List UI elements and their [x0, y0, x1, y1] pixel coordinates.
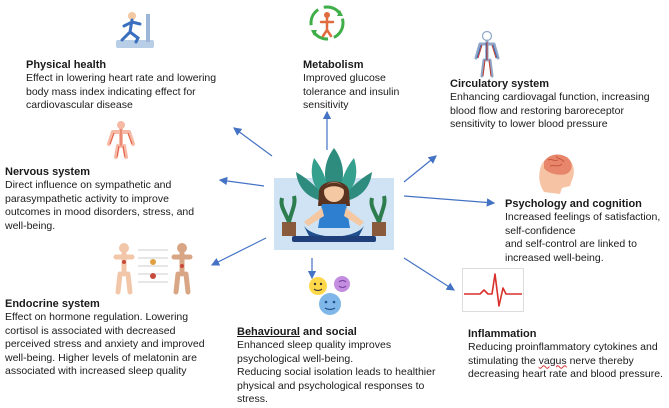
node-body: Effect in lowering heart rate and loweri…: [26, 72, 217, 111]
node-nervous: Nervous system Direct influence on sympa…: [5, 165, 215, 233]
node-title: Endocrine system: [5, 298, 100, 310]
node-body-post: nerve thereby: [566, 354, 634, 367]
node-body-line: Reducing proinflammatory cytokines and: [468, 341, 658, 353]
node-title: Physical health: [26, 59, 107, 71]
node-metabolism: Metabolism Improved glucose tolerance an…: [303, 58, 413, 113]
node-endocrine: Endocrine system Effect on hormone regul…: [5, 297, 220, 379]
node-behavioural: Behavioural and social Enhanced sleep qu…: [237, 325, 449, 407]
node-body-line: decreasing heart rate and blood pressure…: [468, 368, 663, 380]
node-title: Behavioural and social: [237, 325, 449, 339]
node-title: Nervous system: [5, 166, 90, 178]
endocrine-anatomy-icon: [113, 243, 193, 295]
arrow-physical-health: [233, 127, 273, 157]
arrow-endocrine: [210, 237, 267, 266]
node-body-word: vagus: [538, 354, 567, 367]
node-body: Enhanced sleep quality improves psycholo…: [237, 339, 436, 405]
node-circulatory: Circulatory system Enhancing cardiovagal…: [450, 77, 662, 132]
node-body: Enhancing cardiovagal function, increasi…: [450, 91, 650, 130]
node-title: Circulatory system: [450, 78, 550, 90]
node-body-pre: stimulating the: [468, 354, 539, 367]
metabolism-cycle-icon: [309, 5, 345, 41]
node-body: Direct influence on sympathetic and para…: [5, 179, 195, 232]
circulatory-body-icon: [474, 30, 500, 78]
ecg-heartbeat-icon: [462, 268, 524, 312]
node-physical-health: Physical health Effect in lowering heart…: [26, 58, 241, 113]
node-title: Inflammation: [468, 328, 537, 340]
social-faces-icon: [309, 276, 350, 315]
arrow-nervous: [218, 176, 265, 187]
node-psychology: Psychology and cognition Increased feeli…: [505, 197, 667, 265]
nervous-system-icon: [107, 121, 135, 159]
node-title: Metabolism: [303, 59, 364, 71]
node-title-rest: and social: [299, 326, 357, 338]
arrow-circulatory: [403, 155, 437, 183]
arrow-inflammation: [403, 257, 456, 291]
node-title: Psychology and cognition: [505, 198, 642, 210]
meditation-figure: [274, 148, 394, 250]
node-inflammation: Inflammation Reducing proinflammatory cy…: [468, 327, 668, 382]
node-body-line: stimulating the vagus nerve thereby: [468, 355, 668, 369]
node-body: Increased feelings of satisfaction, self…: [505, 211, 661, 264]
running-person-icon: [116, 12, 154, 48]
node-body: Effect on hormone regulation. Lowering c…: [5, 311, 205, 377]
node-title-underlined: Behavioural: [237, 326, 300, 338]
brain-head-icon: [539, 154, 574, 194]
arrow-psychology: [403, 195, 496, 207]
node-body: Improved glucose tolerance and insulin s…: [303, 72, 400, 111]
